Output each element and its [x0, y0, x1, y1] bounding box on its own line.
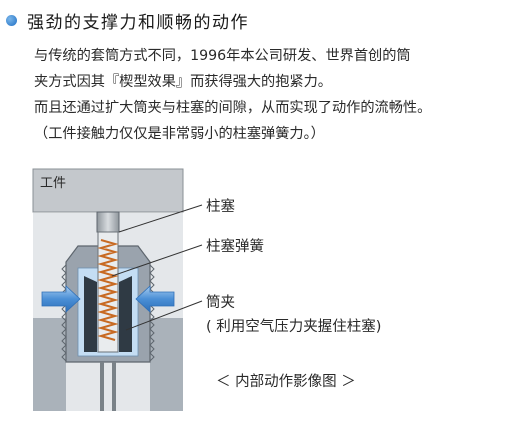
- leader-spring: [111, 244, 203, 277]
- description-line-1: 与传统的套筒方式不同，1996年本公司研发、世界首创的筒: [34, 48, 411, 64]
- label-plunger: 柱塞: [206, 197, 235, 215]
- label-plunger-spring: 柱塞弹簧: [206, 237, 264, 255]
- thread-left: [61, 264, 67, 362]
- description-line-4: （工件接触力仅仅是非常弱小的柱塞弹簧力。）: [34, 126, 325, 142]
- description-paragraph: 与传统的套筒方式不同，1996年本公司研发、世界首创的筒 夹方式因其『楔型效果』…: [34, 43, 519, 147]
- air-arrow-left-icon: [41, 285, 81, 313]
- collet-left: [84, 276, 97, 352]
- leader-collet: [125, 300, 203, 331]
- label-collet: 筒夹: [206, 294, 235, 311]
- workpiece-block: [32, 168, 184, 213]
- bottom-rod-right: [112, 362, 116, 411]
- label-collet-note: ( 利用空气压力夹握住柱塞): [206, 317, 381, 335]
- housing-left-plate: [33, 318, 66, 411]
- housing-right-plate: [150, 318, 183, 411]
- workpiece-label: 工件: [40, 176, 66, 191]
- thread-right: [149, 264, 155, 362]
- plunger-spring: [97, 239, 119, 341]
- air-arrow-right-icon: [135, 285, 175, 313]
- collet-right: [119, 276, 132, 352]
- leader-plunger: [118, 204, 203, 233]
- description-line-2: 夹方式因其『楔型效果』而获得强大的抱紧力。: [34, 74, 332, 90]
- plunger-top: [96, 211, 120, 233]
- description-line-3: 而且还通过扩大筒夹与柱塞的间隙，从而实现了动作的流畅性。: [34, 100, 432, 116]
- bullet-icon: [6, 14, 17, 26]
- bottom-rod-left: [100, 362, 104, 411]
- section-heading: 强劲的支撑力和顺畅的动作: [6, 8, 249, 33]
- diagram-caption: ＜ 内部动作影像图 ＞: [216, 373, 356, 390]
- heading-title: 强劲的支撑力和顺畅的动作: [27, 12, 249, 33]
